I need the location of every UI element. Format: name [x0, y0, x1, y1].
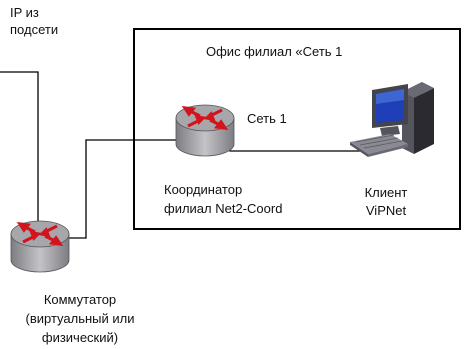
- office-title: Офис филиал «Сеть 1: [206, 44, 343, 59]
- net-label: Сеть 1: [247, 111, 287, 126]
- workstation-icon: [350, 82, 434, 157]
- coordinator-label: Координатор филиал Net2-Coord: [164, 182, 283, 216]
- office-boundary: [133, 28, 461, 230]
- switch-router-icon: [10, 220, 70, 273]
- switch-coordinator-line: [68, 139, 176, 239]
- ip-subnet-label: IP из подсети: [10, 5, 59, 37]
- client-label: Клиент ViPNet: [364, 185, 408, 218]
- switch-label: Коммутатор (виртуальный или физический): [25, 292, 135, 345]
- coordinator-router-icon: [175, 104, 235, 157]
- uplink-line: [0, 71, 39, 222]
